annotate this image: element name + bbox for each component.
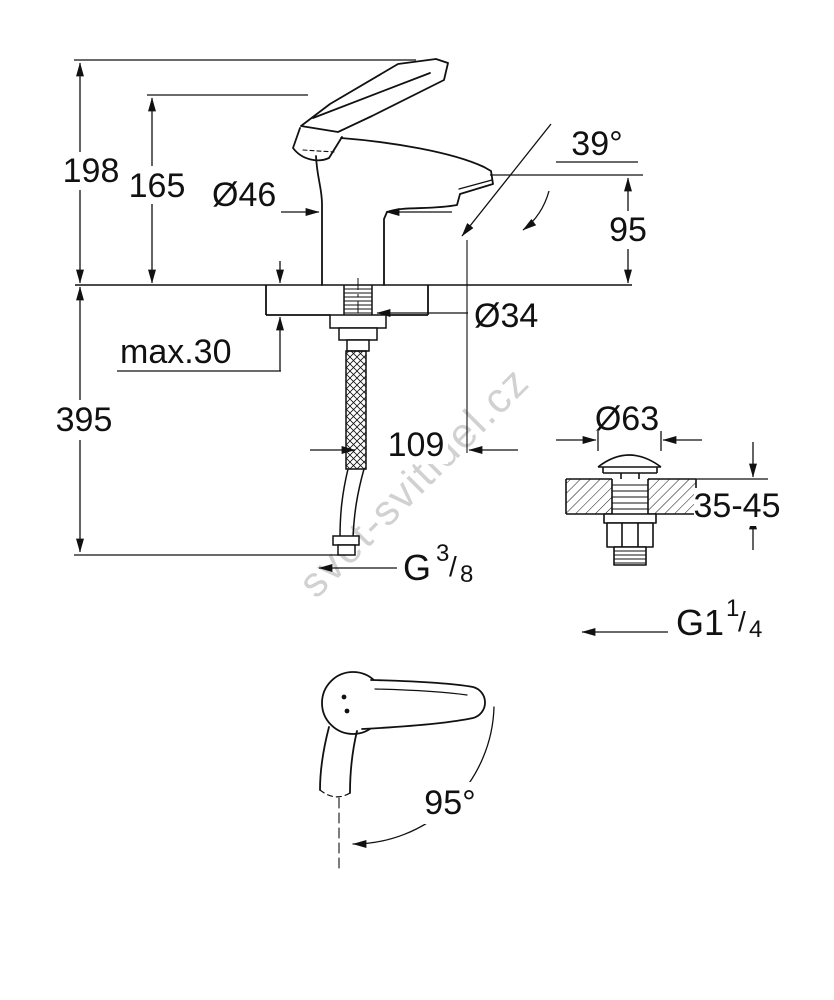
g114-numerator: 1 — [726, 595, 739, 622]
marker-dot-1 — [341, 694, 347, 700]
g38-denominator: 8 — [460, 561, 473, 588]
hose-lower-left — [339, 468, 349, 539]
waste-body-threads — [612, 484, 648, 510]
dia-63-label: Ø63 — [595, 400, 659, 438]
dia-46-label: Ø46 — [212, 176, 276, 214]
dimension-labels: 198 165 Ø46 39° 95 Ø34 max.30 395 109 G … — [52, 125, 782, 824]
angle39-arc — [522, 190, 550, 231]
waste-cap-dome — [597, 454, 662, 468]
lever-handle-outline — [300, 58, 449, 133]
deck-section — [75, 284, 632, 316]
angle-39-label: 39° — [571, 125, 622, 163]
popup-waste-view — [565, 454, 697, 566]
dim-109-label: 109 — [388, 426, 445, 464]
hose-fitting-nipple — [337, 544, 356, 556]
under-deck-assembly — [329, 278, 387, 556]
lever-top-inner-line — [374, 688, 468, 696]
dim-395-label: 395 — [56, 401, 113, 439]
max-30-label: max.30 — [120, 333, 232, 371]
waste-nut — [606, 522, 654, 548]
spout-outline — [340, 137, 494, 286]
marker-dot-2 — [344, 708, 350, 714]
waste-thread-label: G1 1 / 4 — [676, 595, 762, 643]
angle39-stream-line — [461, 123, 552, 237]
lever-handle-inner-line — [312, 72, 431, 119]
g38-base: G — [403, 547, 431, 588]
supply-thread-label: G 3 / 8 — [403, 540, 473, 588]
waste-tail — [613, 546, 647, 566]
body-left-edge — [315, 155, 323, 286]
faucet-top-view — [319, 671, 495, 869]
faucet-side-view — [292, 58, 494, 286]
waste-deck-hatch-right — [648, 479, 696, 514]
waste-deck-hatch-left — [566, 479, 612, 514]
dia-34-label: Ø34 — [474, 297, 538, 335]
braided-hose — [345, 350, 367, 470]
angle-95-label: 95° — [424, 784, 475, 822]
collar-hidden-line — [302, 149, 335, 153]
waste-tail-threads — [614, 550, 646, 564]
spout-top-view-left — [319, 726, 330, 791]
dim-95-label: 95 — [609, 211, 647, 249]
hose-fitting-nut — [332, 535, 360, 546]
g114-denominator: 4 — [749, 616, 762, 643]
lever-top-view — [361, 679, 486, 730]
g38-numerator: 3 — [436, 540, 449, 567]
waste-washer — [603, 513, 657, 524]
spout-top-view-right — [349, 730, 358, 794]
g114-base: G1 — [676, 602, 724, 643]
g114-slash: / — [738, 606, 746, 637]
aerator-line — [458, 179, 493, 190]
g38-slash: / — [449, 551, 457, 582]
hose-lower-right — [352, 468, 365, 539]
dim-198-label: 198 — [63, 152, 120, 190]
cartridge-collar — [292, 127, 343, 162]
spout-hidden-end — [319, 789, 351, 798]
dim-165-label: 165 — [129, 167, 186, 205]
shank-threads — [344, 288, 372, 314]
mounting-nut — [329, 314, 387, 329]
range-3545-label: 35-45 — [694, 487, 781, 525]
